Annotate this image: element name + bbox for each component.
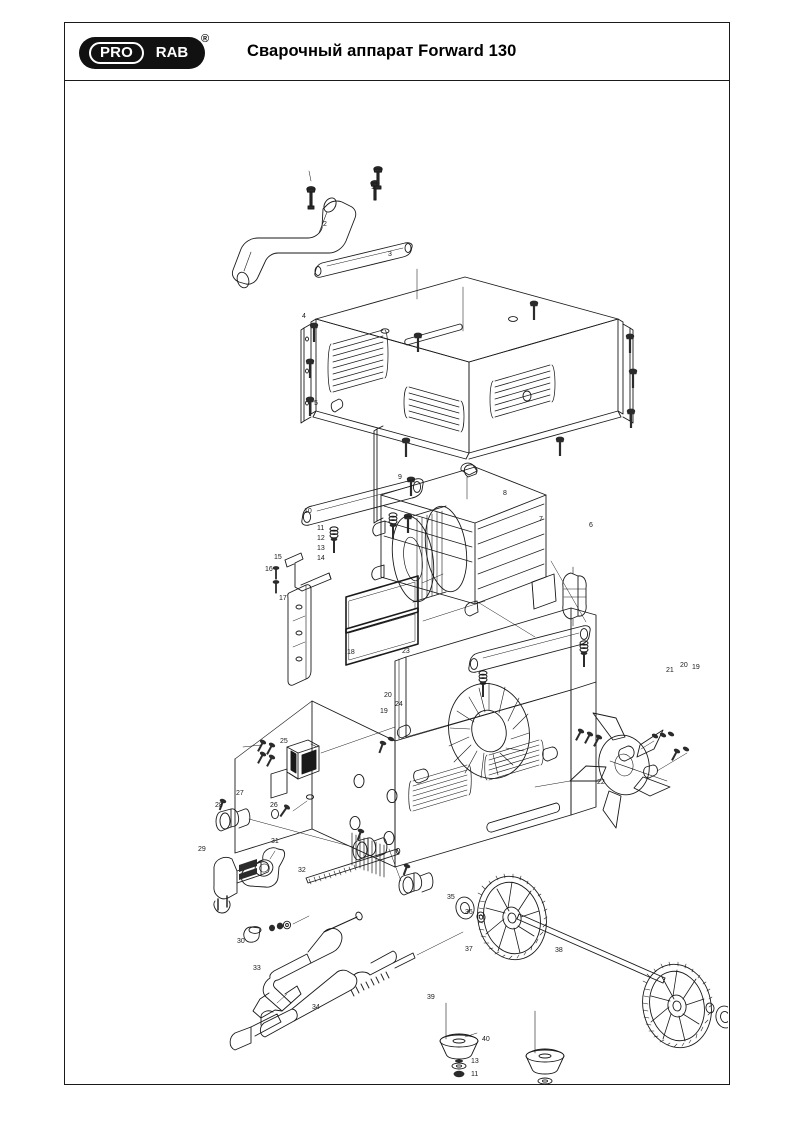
callout-38: 38 — [555, 947, 563, 954]
part-clamp-bar-upper — [301, 478, 424, 526]
logo-rab-text: RAB — [155, 43, 189, 61]
callout-19: 19 — [692, 664, 700, 671]
part-electrode-holder — [229, 931, 464, 1051]
prorab-logo: PRO RAB ® — [79, 33, 215, 71]
callout-7: 7 — [539, 516, 543, 523]
part-threaded-rod — [305, 847, 401, 885]
callout-19b: 19 — [380, 708, 388, 715]
callout-15: 15 — [274, 554, 282, 561]
part-terminal-bracket — [562, 566, 587, 627]
part-power-switch — [286, 739, 320, 780]
part-handle-pad-strip — [314, 242, 413, 278]
part-clamp-bar-lower — [468, 625, 591, 673]
callout-number-group: 1 2 3 4 5 6 7 8 9 10 11 12 13 14 15 16 1 — [198, 184, 700, 1078]
callout-10: 10 — [304, 508, 312, 515]
callout-23: 23 — [402, 648, 410, 655]
part-handle-assembly — [231, 197, 357, 289]
callout-29: 29 — [198, 846, 206, 853]
callout-27: 27 — [236, 790, 244, 797]
part-rubber-foot-left — [439, 1033, 479, 1078]
logo-pro-text: PRO — [89, 41, 144, 64]
callout-3: 3 — [388, 251, 392, 258]
part-axle-rod — [516, 913, 666, 984]
callout-25: 25 — [280, 738, 288, 745]
part-rubber-foot-right — [525, 1048, 565, 1084]
callout-9: 9 — [398, 474, 402, 481]
part-contact-rail — [287, 584, 312, 686]
drawing-frame: PRO RAB ® Сварочный аппарат Forward 130 — [64, 22, 730, 1085]
callout-21: 21 — [666, 667, 674, 674]
callout-34: 34 — [312, 1004, 320, 1011]
part-wire-bracket — [284, 552, 332, 592]
callout-13: 13 — [317, 545, 325, 552]
callout-16: 16 — [265, 566, 273, 573]
part-chassis-base — [234, 607, 597, 878]
callout-13b: 13 — [471, 1058, 479, 1065]
callout-4: 4 — [302, 313, 306, 320]
callout-40: 40 — [482, 1036, 490, 1043]
callout-22: 22 — [597, 779, 605, 786]
part-cooling-fan — [569, 712, 671, 829]
callout-1: 1 — [371, 184, 375, 191]
page-title: Сварочный аппарат Forward 130 — [247, 42, 517, 60]
exploded-diagram: 1 2 3 4 5 6 7 8 9 10 11 12 13 14 15 16 1 — [65, 81, 729, 1084]
callout-18: 18 — [347, 649, 355, 656]
part-transformer-core — [371, 462, 547, 617]
callout-5: 5 — [314, 400, 318, 407]
callout-20: 20 — [680, 662, 688, 669]
callout-11: 11 — [317, 525, 324, 532]
callout-8: 8 — [503, 490, 507, 497]
part-output-socket-mid — [352, 837, 388, 861]
part-power-plug — [213, 856, 270, 914]
callout-37: 37 — [465, 946, 473, 953]
part-wheel-right — [642, 961, 713, 1049]
title-bar: PRO RAB ® Сварочный аппарат Forward 130 — [65, 23, 729, 81]
callout-14: 14 — [317, 555, 325, 562]
callout-36: 36 — [465, 909, 473, 916]
callout-26: 26 — [270, 802, 278, 809]
callout-11b: 11 — [471, 1071, 478, 1078]
part-output-socket-right — [398, 872, 434, 896]
callout-39: 39 — [427, 994, 435, 1001]
part-output-socket-left — [215, 808, 251, 832]
part-radial-heatsink — [448, 682, 530, 780]
part-insulation-pads — [345, 575, 419, 666]
callout-33: 33 — [253, 965, 261, 972]
callout-12: 12 — [317, 535, 325, 542]
callout-31: 31 — [271, 838, 279, 845]
diagram-svg: 1 2 3 4 5 6 7 8 9 10 11 12 13 14 15 16 1 — [198, 166, 728, 1084]
callout-6: 6 — [589, 522, 593, 529]
callout-24: 24 — [395, 701, 403, 708]
callout-2: 2 — [323, 221, 327, 228]
callout-28: 28 — [215, 802, 223, 809]
callout-35: 35 — [447, 894, 455, 901]
registered-trademark-icon: ® — [201, 32, 210, 45]
callout-30: 30 — [237, 938, 245, 945]
callout-32: 32 — [298, 867, 306, 874]
part-earth-clamp — [252, 911, 363, 1019]
part-wheel-left — [477, 873, 548, 961]
callout-20b: 20 — [384, 692, 392, 699]
callout-17: 17 — [279, 595, 287, 602]
